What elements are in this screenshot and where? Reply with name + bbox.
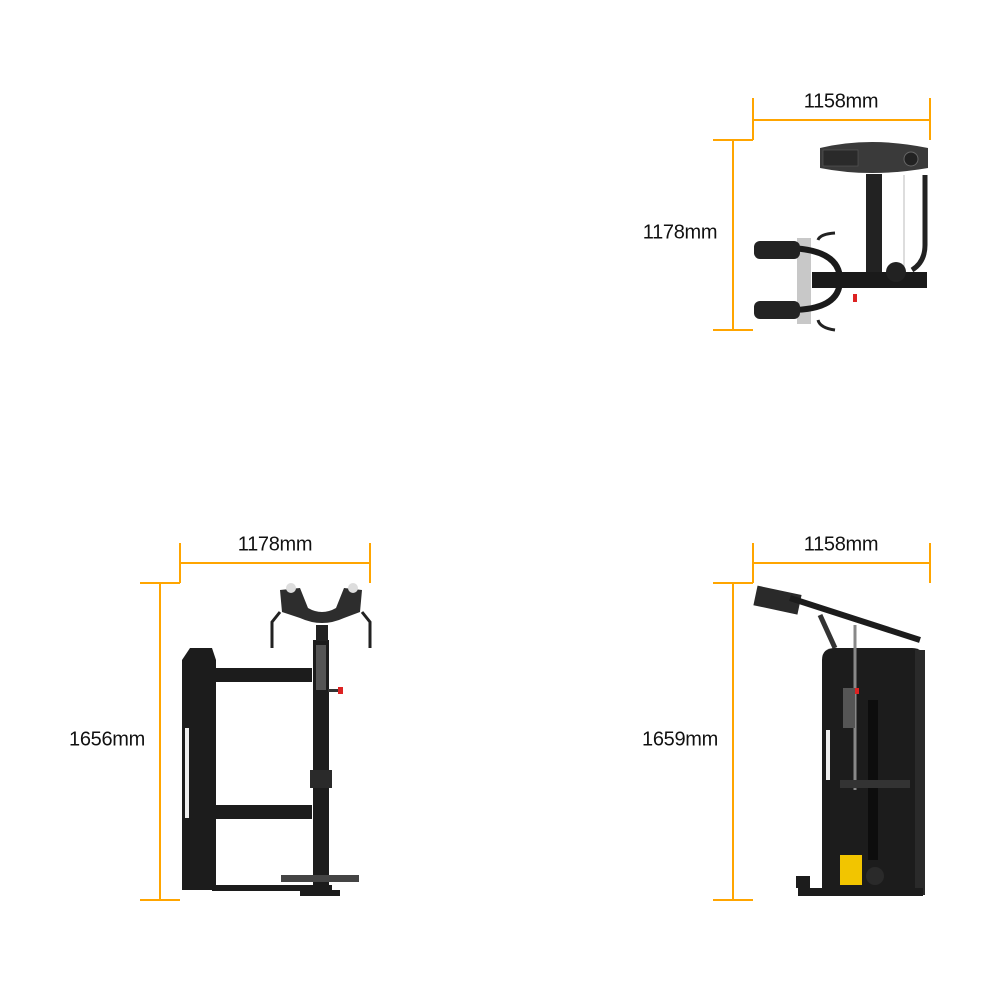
front-view-width-label: 1158mm: [803, 533, 879, 556]
front-view-machine: [753, 585, 925, 896]
side-view-width-label: 1178mm: [237, 533, 313, 556]
top-view-height-label: 1178mm: [642, 221, 718, 244]
front-view-dimension-lines: [713, 543, 931, 901]
side-view-dimension-lines: [140, 543, 371, 901]
front-view-height-label: 1659mm: [641, 728, 719, 751]
top-view-machine: [754, 142, 928, 332]
side-view-height-label: 1656mm: [68, 728, 146, 751]
top-view-dimension-lines: [713, 98, 931, 331]
side-view-machine: [182, 583, 372, 896]
top-view-width-label: 1158mm: [803, 90, 879, 113]
